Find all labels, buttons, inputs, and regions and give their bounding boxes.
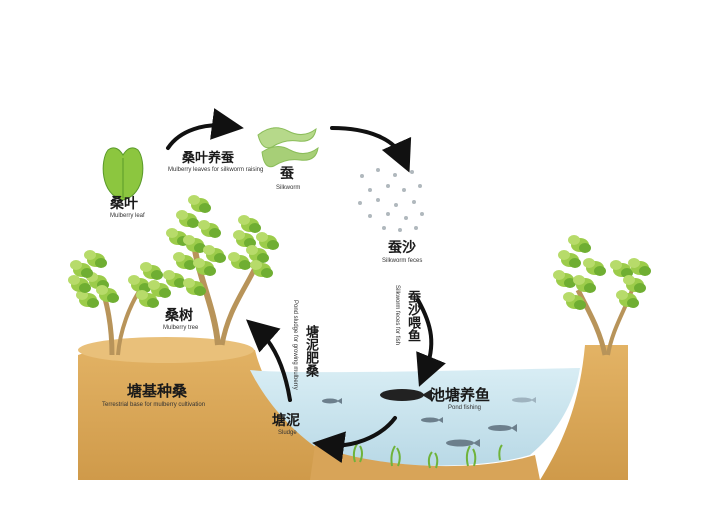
silkworm-feces-label-en: Silkworm feces: [382, 258, 423, 264]
pond-fishing-label: 池塘养鱼: [430, 386, 491, 404]
feces-for-fish-label: 蚕沙喂鱼: [405, 290, 420, 342]
base-label: 塘基种桑: [127, 382, 188, 400]
arrow-fish-to-sludge: [312, 416, 397, 464]
pond-bed: [310, 345, 628, 480]
silkworm-image: [257, 127, 319, 168]
arrow-silkworm-to-feces: [330, 126, 412, 173]
silkworm-feces-dots: [358, 168, 424, 232]
sludge-label-en: Sludge: [278, 430, 297, 436]
mulberry-leaf-label: 桑叶: [110, 196, 138, 212]
mulberry-tree-center: [163, 195, 279, 346]
fish-group: [322, 389, 536, 447]
pond-fishing-label-en: Pond fishing: [448, 405, 482, 411]
water-plants: [352, 443, 503, 469]
leaves-for-silkworm-label-en: Mulberry leaves for silkworm raising: [168, 167, 264, 173]
arrow-sludge-to-tree: [246, 319, 292, 402]
mulberry-tree-label: 桑树: [165, 308, 193, 324]
feces-for-fish-label-en: Silkworm feces for fish: [394, 285, 400, 346]
arrow-leaf-to-silkworm: [166, 108, 244, 150]
mulberry-tree-left: [68, 250, 171, 356]
silkworm-label-en: Silkworm: [276, 185, 301, 191]
arrow-feces-to-fish: [416, 298, 446, 387]
mulberry-leaf-label-en: Mulberry leaf: [110, 213, 145, 219]
mulberry-leaf-image: [102, 147, 144, 201]
silkworm-feces-label: 蚕沙: [388, 240, 416, 256]
sludge-for-mulberry-label-en: Pond sludge for growing mulberry: [292, 300, 298, 390]
sludge-for-mulberry-label: 塘泥肥桑: [303, 325, 318, 377]
cycle-arrows: [166, 108, 446, 464]
mulberry-tree-label-en: Mulberry tree: [163, 325, 199, 331]
base-label-en: Terrestrial base for mulberry cultivatio…: [102, 402, 206, 408]
sludge-label: 塘泥: [272, 413, 300, 429]
leaves-for-silkworm-label: 桑叶养蚕: [182, 151, 235, 166]
silkworm-label: 蚕: [280, 166, 294, 182]
mulberry-tree-right: [553, 235, 651, 356]
